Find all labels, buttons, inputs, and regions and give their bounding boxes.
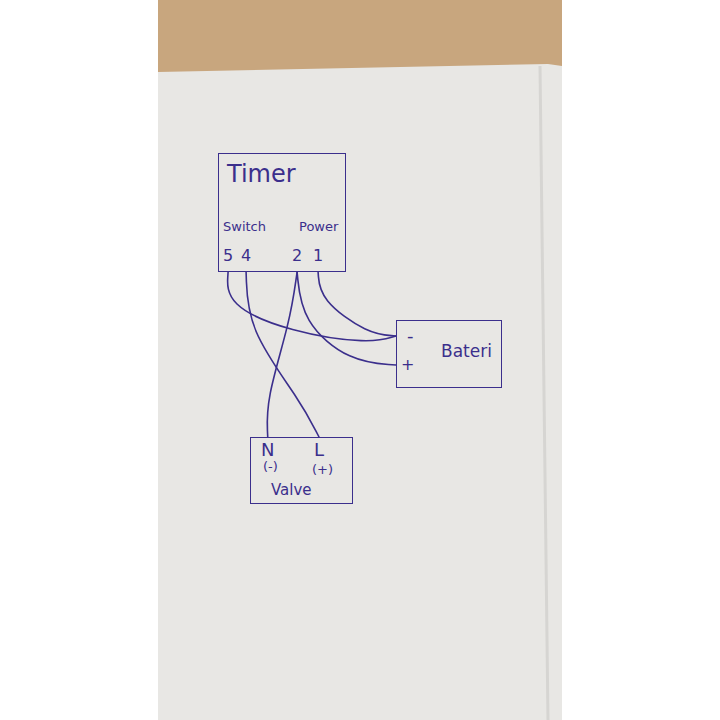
wire: [228, 272, 396, 341]
table-surface: [158, 0, 562, 720]
terminal-name: N: [261, 441, 274, 459]
polarity-mark: +: [401, 357, 414, 373]
polarity-mark: -: [407, 327, 414, 345]
paper-sheet: [158, 64, 562, 720]
heading: Valve: [271, 483, 312, 498]
polarity-mark: (+): [312, 463, 333, 476]
wire: [318, 272, 396, 336]
pin-number: 2: [292, 248, 302, 264]
paper-fold: [540, 66, 548, 720]
pin-number: 5: [223, 248, 233, 264]
wire: [297, 272, 396, 365]
pin-number: 4: [241, 248, 251, 264]
terminal-name: L: [314, 441, 324, 459]
wire: [267, 272, 297, 437]
heading: Timer: [227, 162, 296, 186]
pin-number: 1: [313, 248, 323, 264]
polarity-mark: (-): [263, 460, 278, 473]
port-group: Power: [299, 220, 338, 233]
heading: Bateri: [441, 343, 492, 360]
wire: [246, 272, 319, 437]
port-group: Switch: [223, 220, 266, 233]
valve-box: N(-) L (+)Valve: [250, 437, 353, 504]
timer-box: TimerSwitch 54 Power 21: [218, 153, 346, 272]
battery-box: - + Bateri: [396, 320, 502, 388]
